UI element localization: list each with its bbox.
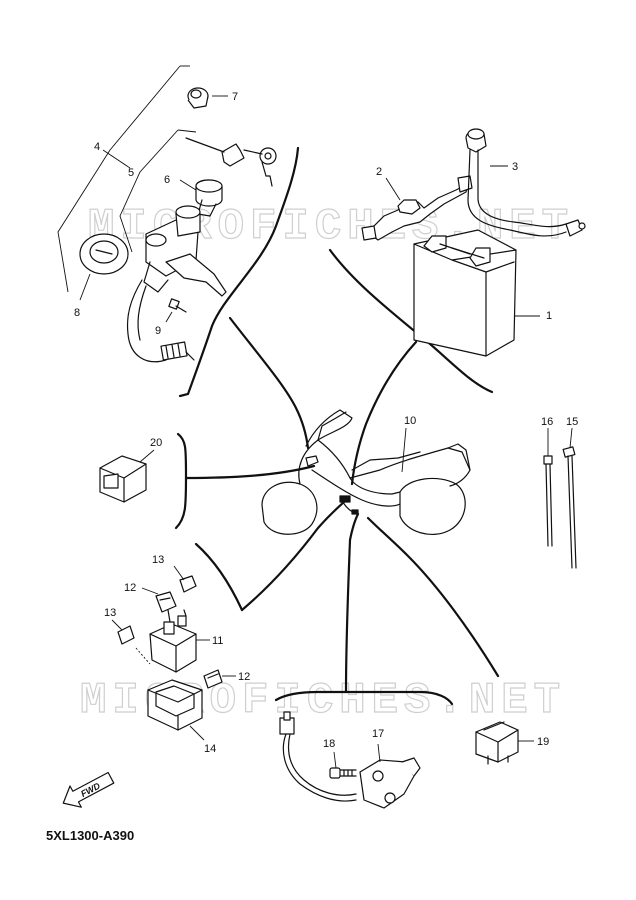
part-11-starter-relay <box>135 609 210 673</box>
motorcycle-outline <box>261 409 471 535</box>
part-18-bolt <box>329 751 357 779</box>
callout-13-upper: 13 <box>152 554 164 566</box>
part-13-fuse-upper <box>173 565 197 593</box>
part-15-cable-tie <box>562 427 577 569</box>
part-3-battery-cable <box>465 128 586 237</box>
part-2-battery-band <box>361 175 473 241</box>
callout-4: 4 <box>94 141 100 153</box>
part-6-ignition-lock <box>179 137 277 217</box>
part-4-main-switch <box>126 205 227 363</box>
callout-12-lower: 12 <box>238 671 250 683</box>
callout-15: 15 <box>566 416 578 428</box>
part-20-relay <box>99 449 155 503</box>
diagram-code: 5XL1300-A390 <box>46 828 134 843</box>
callout-16: 16 <box>541 416 553 428</box>
callout-13-lower: 13 <box>104 607 116 619</box>
part-8-cover <box>79 233 129 301</box>
part-9-bolt <box>165 298 187 323</box>
callout-14: 14 <box>204 743 216 755</box>
callout-11: 11 <box>212 635 223 647</box>
callout-2: 2 <box>376 166 382 178</box>
callout-18: 18 <box>323 738 335 750</box>
callout-brackets-4-5 <box>57 65 197 293</box>
callout-12-upper: 12 <box>124 582 136 594</box>
callout-numbers: 1 2 3 4 5 6 7 8 9 10 11 12 12 13 13 14 1… <box>74 91 578 755</box>
group-brackets <box>174 146 500 706</box>
part-14-relay-cover <box>147 679 205 741</box>
part-13-fuse-lower <box>111 619 135 645</box>
callout-1: 1 <box>546 310 552 322</box>
part-19-relay <box>475 721 534 765</box>
part-10-leader <box>401 427 407 473</box>
callout-3: 3 <box>512 161 518 173</box>
callout-5: 5 <box>128 167 134 179</box>
callout-19: 19 <box>537 736 549 748</box>
part-17-switch <box>279 711 421 809</box>
callout-9: 9 <box>155 325 161 337</box>
part-1-battery <box>413 229 540 357</box>
callout-6: 6 <box>164 174 170 186</box>
part-12-fuse-upper <box>141 587 177 613</box>
callout-10: 10 <box>404 415 416 427</box>
callout-20: 20 <box>150 437 162 449</box>
callout-8: 8 <box>74 307 80 319</box>
callout-7: 7 <box>232 91 238 103</box>
part-7-cap <box>187 87 228 109</box>
part-16-cable-tie <box>543 428 553 547</box>
part-12-fuse-lower <box>203 669 236 689</box>
callout-17: 17 <box>372 728 384 740</box>
fwd-arrow: FWD <box>62 771 115 808</box>
